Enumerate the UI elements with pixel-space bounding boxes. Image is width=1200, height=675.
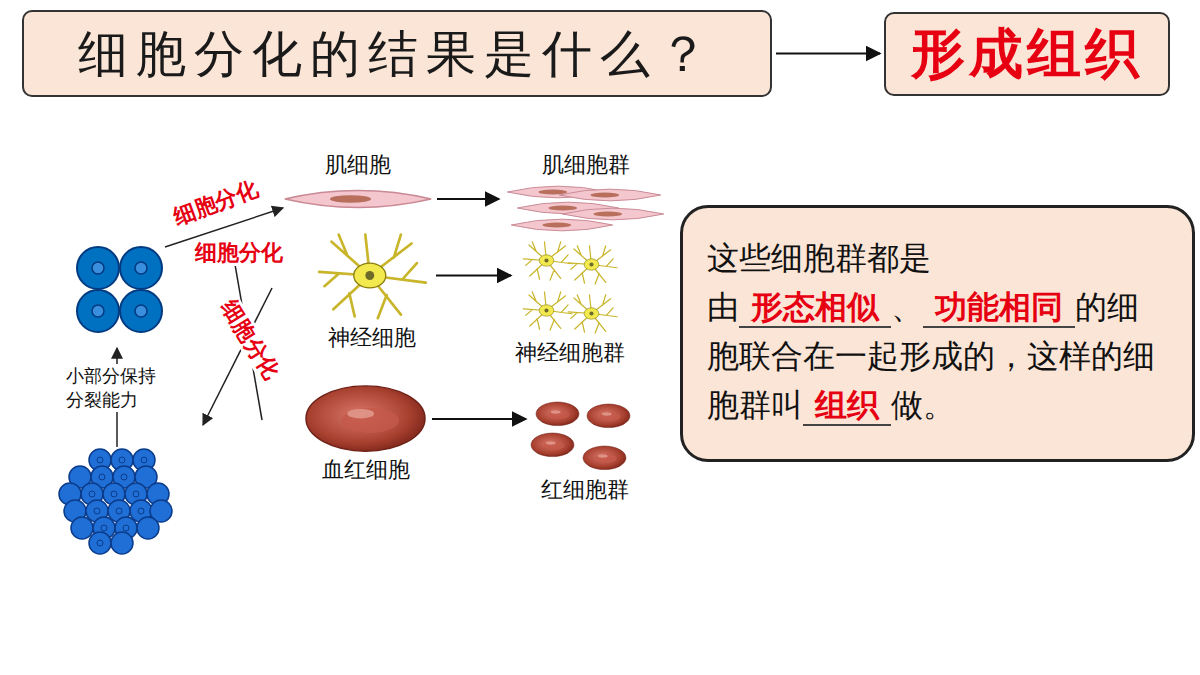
answer-blank: 组织 — [803, 386, 891, 426]
flow-arrow — [776, 53, 880, 55]
cell-label: 神经细胞 — [328, 323, 416, 352]
callout-text: 这些细胞群都是由形态相似、功能相同的细胞联合在一起形成的，这样的细胞群叫组织做。 — [707, 234, 1168, 430]
question-box: 细胞分化的结果是什么？ — [22, 10, 772, 97]
answer-blank: 形态相似 — [739, 288, 891, 328]
definition-callout: 这些细胞群都是由形态相似、功能相同的细胞联合在一起形成的，这样的细胞群叫组织做。 — [680, 205, 1195, 462]
cell-picture — [503, 179, 668, 239]
answer-text: 形成组织 — [911, 22, 1143, 87]
cell-label: 红细胞群 — [541, 475, 629, 504]
cell-picture — [530, 400, 640, 475]
note-label: 小部分保持 分裂能力 — [66, 364, 166, 412]
callout-phrase: 做。 — [891, 386, 955, 424]
answer-box: 形成组织 — [884, 12, 1170, 96]
cell-clump-nuclei — [89, 457, 147, 546]
cell-picture — [303, 383, 428, 455]
cell-label: 肌细胞群 — [542, 150, 630, 179]
cell-picture — [312, 228, 432, 323]
answer-blank: 功能相同 — [923, 288, 1075, 328]
cell-picture — [520, 238, 620, 338]
cell-label: 神经细胞群 — [515, 338, 625, 367]
callout-phrase: 由 — [707, 288, 739, 326]
nerve-tissue: 神经细胞群 — [515, 238, 625, 367]
cell-label: 血红细胞 — [322, 455, 410, 484]
muscle-cell: 肌细胞 — [283, 150, 433, 219]
process-label: 细胞分化 — [193, 240, 285, 266]
cell-clump — [59, 449, 172, 554]
flow-arrow — [436, 275, 511, 277]
question-text: 细胞分化的结果是什么？ — [78, 24, 716, 84]
process-label: 细胞分化 — [168, 175, 263, 231]
nerve-cell: 神经细胞 — [312, 228, 432, 352]
flow-arrow — [437, 198, 499, 200]
cell-label: 肌细胞 — [325, 150, 391, 179]
flow-arrow — [432, 418, 526, 420]
callout-phrase: 这些细胞群都是 — [707, 234, 1168, 283]
red-blood-cell: 血红细胞 — [303, 383, 428, 484]
cell-picture — [283, 179, 433, 219]
red-blood-cell-group: 红细胞群 — [530, 400, 640, 504]
muscle-tissue: 肌细胞群 — [503, 150, 668, 239]
callout-phrase: 、 — [891, 288, 923, 326]
process-label: 细胞分化 — [215, 294, 286, 386]
stem-cells — [77, 247, 162, 332]
